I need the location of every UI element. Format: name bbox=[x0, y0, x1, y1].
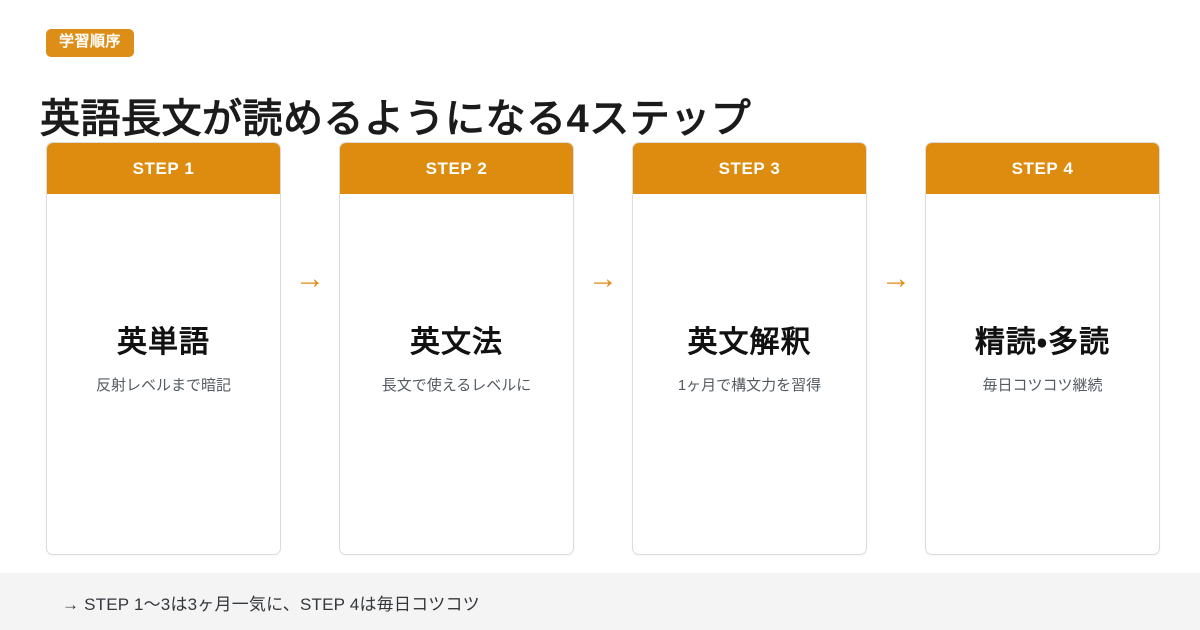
arrow-right-icon: → bbox=[588, 261, 618, 295]
arrow-right-icon: → bbox=[295, 261, 325, 295]
step-subtitle-2: 長文で使えるレベルに bbox=[381, 377, 532, 395]
step-card-2: STEP 2 英文法 長文で使えるレベルに bbox=[339, 142, 574, 555]
page-title: 英語長文が読めるようになる4ステップ bbox=[40, 96, 752, 141]
category-badge: 学習順序 bbox=[46, 29, 135, 57]
step-subtitle-3: 1ヶ月で構文力を習得 bbox=[677, 377, 822, 395]
step-body-4: 精読・多読 毎日コツコツ継続 bbox=[926, 194, 1159, 554]
step-title-4: 精読・多読 bbox=[974, 325, 1111, 359]
step-card-4: STEP 4 精読・多読 毎日コツコツ継続 bbox=[925, 142, 1160, 555]
footer-band bbox=[0, 573, 1200, 630]
step-title-3: 英文解釈 bbox=[687, 325, 812, 359]
step-header-4: STEP 4 bbox=[926, 143, 1159, 194]
step-title-2: 英文法 bbox=[410, 325, 503, 359]
step-body-2: 英文法 長文で使えるレベルに bbox=[340, 194, 573, 554]
step-subtitle-1: 反射レベルまで暗記 bbox=[95, 377, 231, 395]
step-header-2: STEP 2 bbox=[340, 143, 573, 194]
footer-note: → STEP 1〜3は3ヶ月一気に、STEP 4は毎日コツコツ bbox=[62, 595, 480, 614]
steps-container: STEP 1 英単語 反射レベルまで暗記 → STEP 2 英文法 長文で使える… bbox=[46, 142, 1160, 555]
step-header-3: STEP 3 bbox=[633, 143, 866, 194]
step-card-3: STEP 3 英文解釈 1ヶ月で構文力を習得 bbox=[632, 142, 867, 555]
step-subtitle-4: 毎日コツコツ継続 bbox=[982, 377, 1103, 395]
step-title-1: 英単語 bbox=[117, 325, 210, 359]
step-header-1: STEP 1 bbox=[47, 143, 280, 194]
step-body-3: 英文解釈 1ヶ月で構文力を習得 bbox=[633, 194, 866, 554]
step-card-1: STEP 1 英単語 反射レベルまで暗記 bbox=[46, 142, 281, 555]
arrow-right-icon: → bbox=[881, 261, 911, 295]
step-body-1: 英単語 反射レベルまで暗記 bbox=[47, 194, 280, 554]
badge-row: 学習順序 bbox=[46, 29, 135, 57]
